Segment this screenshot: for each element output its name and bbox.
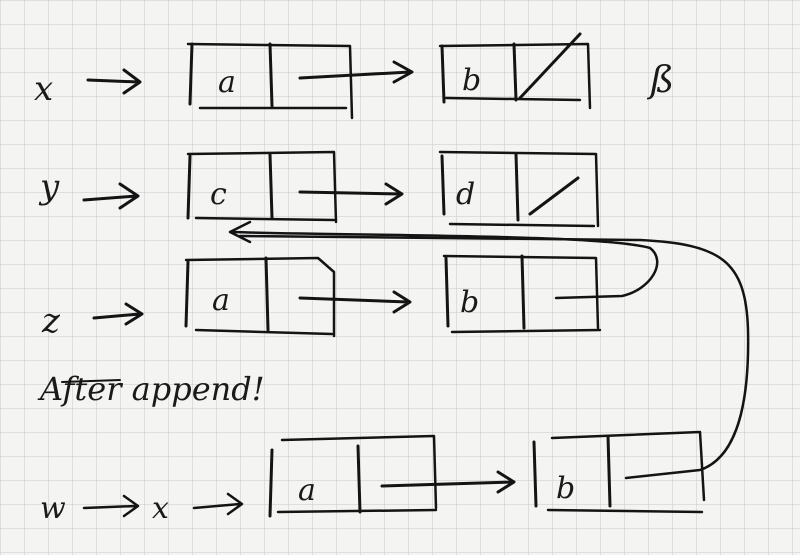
node-y-2: d — [438, 150, 600, 228]
arrow-w-to-x — [82, 494, 140, 518]
node-x-2-value: b — [462, 63, 481, 98]
row-y: y c d — [38, 150, 600, 228]
node-y-1: c — [186, 150, 338, 224]
var-label-w: w — [40, 491, 66, 526]
node-w-1-value: a — [298, 473, 316, 508]
pointer-y-1-to-2 — [298, 182, 404, 206]
node-z-2-value: b — [460, 285, 479, 320]
pointer-z-1-to-2 — [298, 290, 412, 314]
node-y-1-value: c — [210, 177, 227, 212]
arrow-z-to-list — [92, 302, 144, 326]
node-x-1-value: a — [218, 65, 236, 100]
side-mark: ß — [646, 60, 674, 101]
caption-scribble — [61, 379, 121, 383]
node-z-1: a — [184, 256, 336, 338]
arrow-y-to-list — [82, 182, 140, 210]
var-label-x: x — [34, 69, 53, 109]
null-slash-x — [518, 32, 582, 100]
node-z-1-value: a — [212, 283, 230, 318]
row-w: w x a b — [40, 234, 750, 526]
arrow-x-to-list-w — [192, 492, 244, 516]
row-z: z a b — [41, 220, 659, 341]
arrow-x-to-list — [86, 68, 142, 95]
alias-label-x: x — [152, 491, 169, 526]
node-y-2-value: d — [456, 177, 475, 212]
node-w-2-value: b — [556, 471, 575, 506]
pointer-z-2-to-y — [228, 220, 659, 300]
after-append-caption: After append! — [37, 370, 265, 408]
var-label-z: z — [41, 301, 61, 341]
pointer-w-1-to-2 — [380, 470, 516, 494]
node-x-1: a — [186, 42, 354, 120]
null-slash-y — [528, 176, 580, 216]
pointer-w-2-to-y — [238, 234, 750, 480]
pointer-x-1-to-2 — [298, 60, 414, 84]
node-w-2: b — [532, 430, 706, 514]
var-label-y: y — [38, 167, 60, 207]
node-z-2: b — [442, 254, 602, 334]
row-x: x a b ß — [34, 32, 674, 120]
node-x-2: b — [438, 32, 592, 110]
